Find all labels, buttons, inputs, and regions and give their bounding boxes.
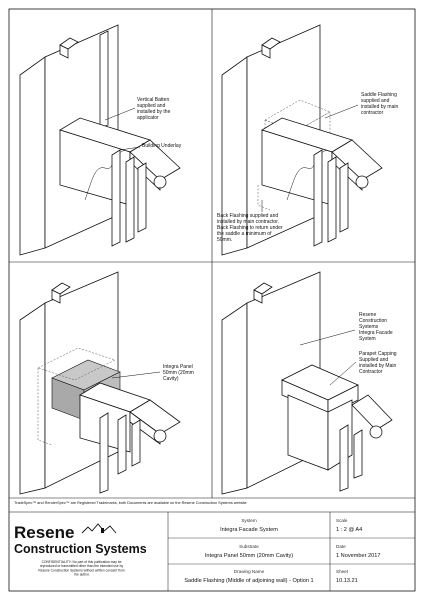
label-building-underlay: Building Underlay (142, 143, 182, 149)
back-wall-left (19, 56, 46, 256)
system-label: System (241, 518, 256, 523)
label-construction-system: Resene Construction Systems Integra Faca… (359, 312, 394, 342)
vertical-batten (99, 30, 109, 129)
label-integra-panel: Integra Panel 50mm (20mm Cavity) (163, 364, 195, 382)
brand-logo-resene: Resene (14, 523, 74, 542)
panel-top-right: Saddle Flashing supplied and installed b… (217, 24, 400, 256)
title-block: Resene Construction Systems CONFIDENTIAL… (14, 512, 415, 591)
substrate-label: Substrate (239, 544, 259, 549)
confidentiality-note: CONFIDENTIALITY: No part of this publica… (38, 560, 125, 577)
brand-logo-construction-systems: Construction Systems (14, 542, 147, 556)
sheet-label: Sheet (336, 569, 349, 574)
drawing-name-label: Drawing Name (234, 569, 265, 574)
scale-value: 1 : 2 @ A4 (336, 527, 362, 533)
trademark-note: TradeSpec™ and RenderSpec™ are Registere… (14, 501, 247, 505)
label-back-flashing: Back Flashing supplied and installed by … (217, 213, 284, 243)
house-logo-icon (81, 523, 117, 534)
panel-bottom-left: Integra Panel 50mm (20mm Cavity) (19, 271, 195, 495)
label-saddle-flashing: Saddle Flashing supplied and installed b… (361, 92, 400, 116)
panel-top-left: Vertical Batten supplied and installed b… (19, 24, 182, 256)
label-vertical-batten: Vertical Batten supplied and installed b… (137, 97, 172, 121)
sheet-value: 10.13.21 (336, 578, 358, 584)
label-parapet-capping: Parapet Capping Supplied and installed b… (359, 351, 398, 375)
back-flashing (257, 185, 271, 211)
date-value: 1 November 2017 (336, 553, 380, 559)
scale-label: Scale (336, 518, 348, 523)
date-label: Date (336, 544, 346, 549)
system-value: Integra Facade System (220, 527, 278, 533)
substrate-value: Integra Panel 50mm (20mm Cavity) (205, 553, 293, 559)
drawing-name-value: Saddle Flashing (Middle of adjoining wal… (184, 578, 313, 584)
panel-bottom-right: Resene Construction Systems Integra Faca… (221, 271, 398, 495)
